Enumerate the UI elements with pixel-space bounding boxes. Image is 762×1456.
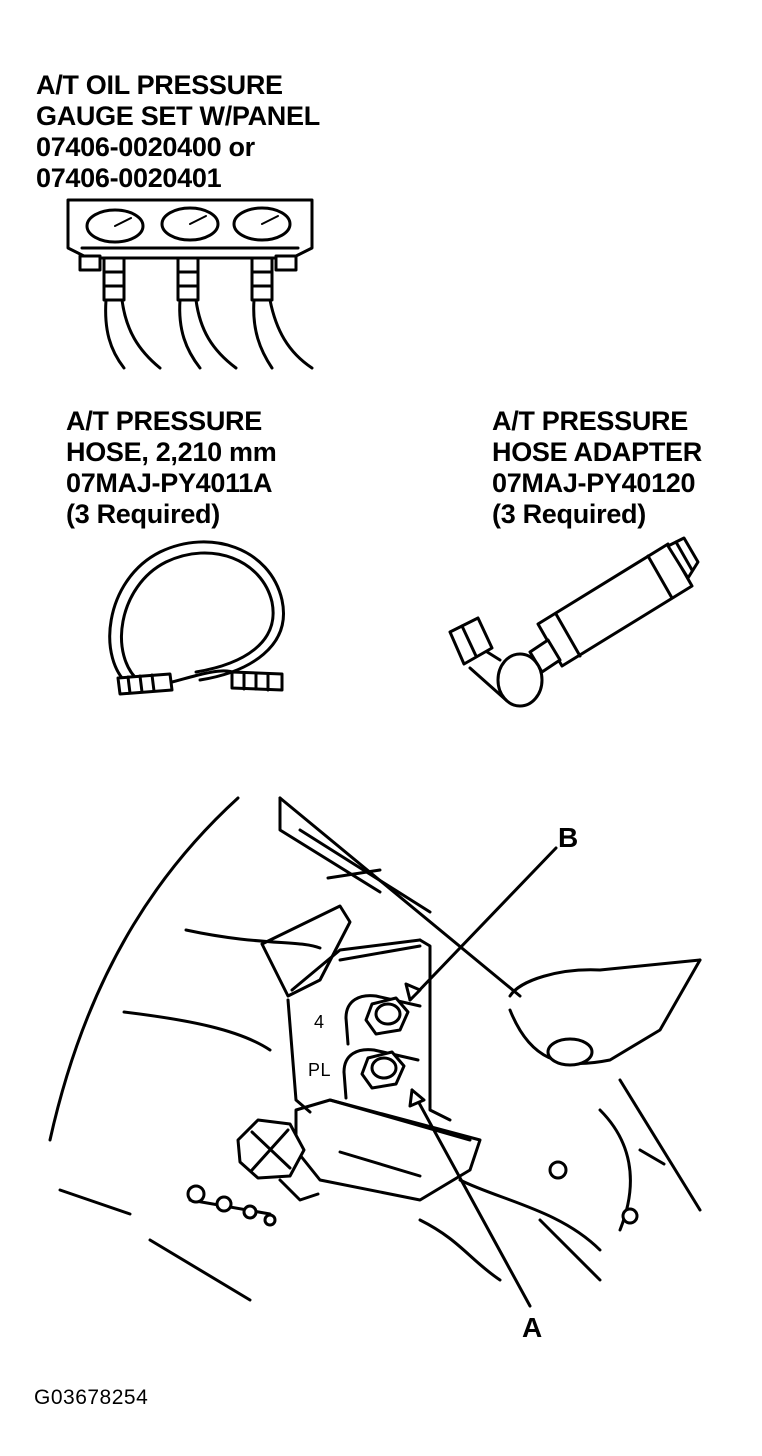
pressure-hose-label-line: 07MAJ-PY4011A (66, 468, 273, 498)
pressure-hose-label-line: (3 Required) (66, 499, 220, 529)
gauge-dial-icon (160, 206, 220, 242)
port-mark-4: 4 (314, 1012, 325, 1032)
hose-adapter-label-line: 07MAJ-PY40120 (492, 468, 696, 498)
gauge-set-label-line: GAUGE SET W/PANEL (36, 101, 320, 131)
pressure-hose-label-line: A/T PRESSURE (66, 406, 262, 436)
pressure-hose-label: A/T PRESSURE HOSE, 2,210 mm 07MAJ-PY4011… (66, 406, 277, 530)
hose-adapter-label: A/T PRESSURE HOSE ADAPTER 07MAJ-PY40120 … (492, 406, 702, 530)
figure-code: G03678254 (34, 1386, 149, 1409)
gauge-set-label-line: 07406-0020401 (36, 163, 222, 193)
hose-adapter-label-line: (3 Required) (492, 499, 646, 529)
port-mark-pl: PL (308, 1060, 332, 1080)
pressure-hose-label-line: HOSE, 2,210 mm (66, 437, 277, 467)
hose-adapter-label-line: A/T PRESSURE (492, 406, 688, 436)
gauge-set-label-line: A/T OIL PRESSURE (36, 70, 283, 100)
gauge-set-label: A/T OIL PRESSURE GAUGE SET W/PANEL 07406… (36, 70, 320, 194)
callout-a: A (522, 1312, 543, 1343)
callout-b: B (558, 822, 579, 853)
gauge-dial-icon (85, 208, 145, 244)
gauge-dial-icon (232, 206, 292, 242)
pressure-port-4 (344, 994, 422, 1046)
gauge-set-label-line: 07406-0020400 or (36, 132, 255, 162)
hose-adapter-label-line: HOSE ADAPTER (492, 437, 702, 467)
pressure-port-pl (342, 1048, 420, 1100)
